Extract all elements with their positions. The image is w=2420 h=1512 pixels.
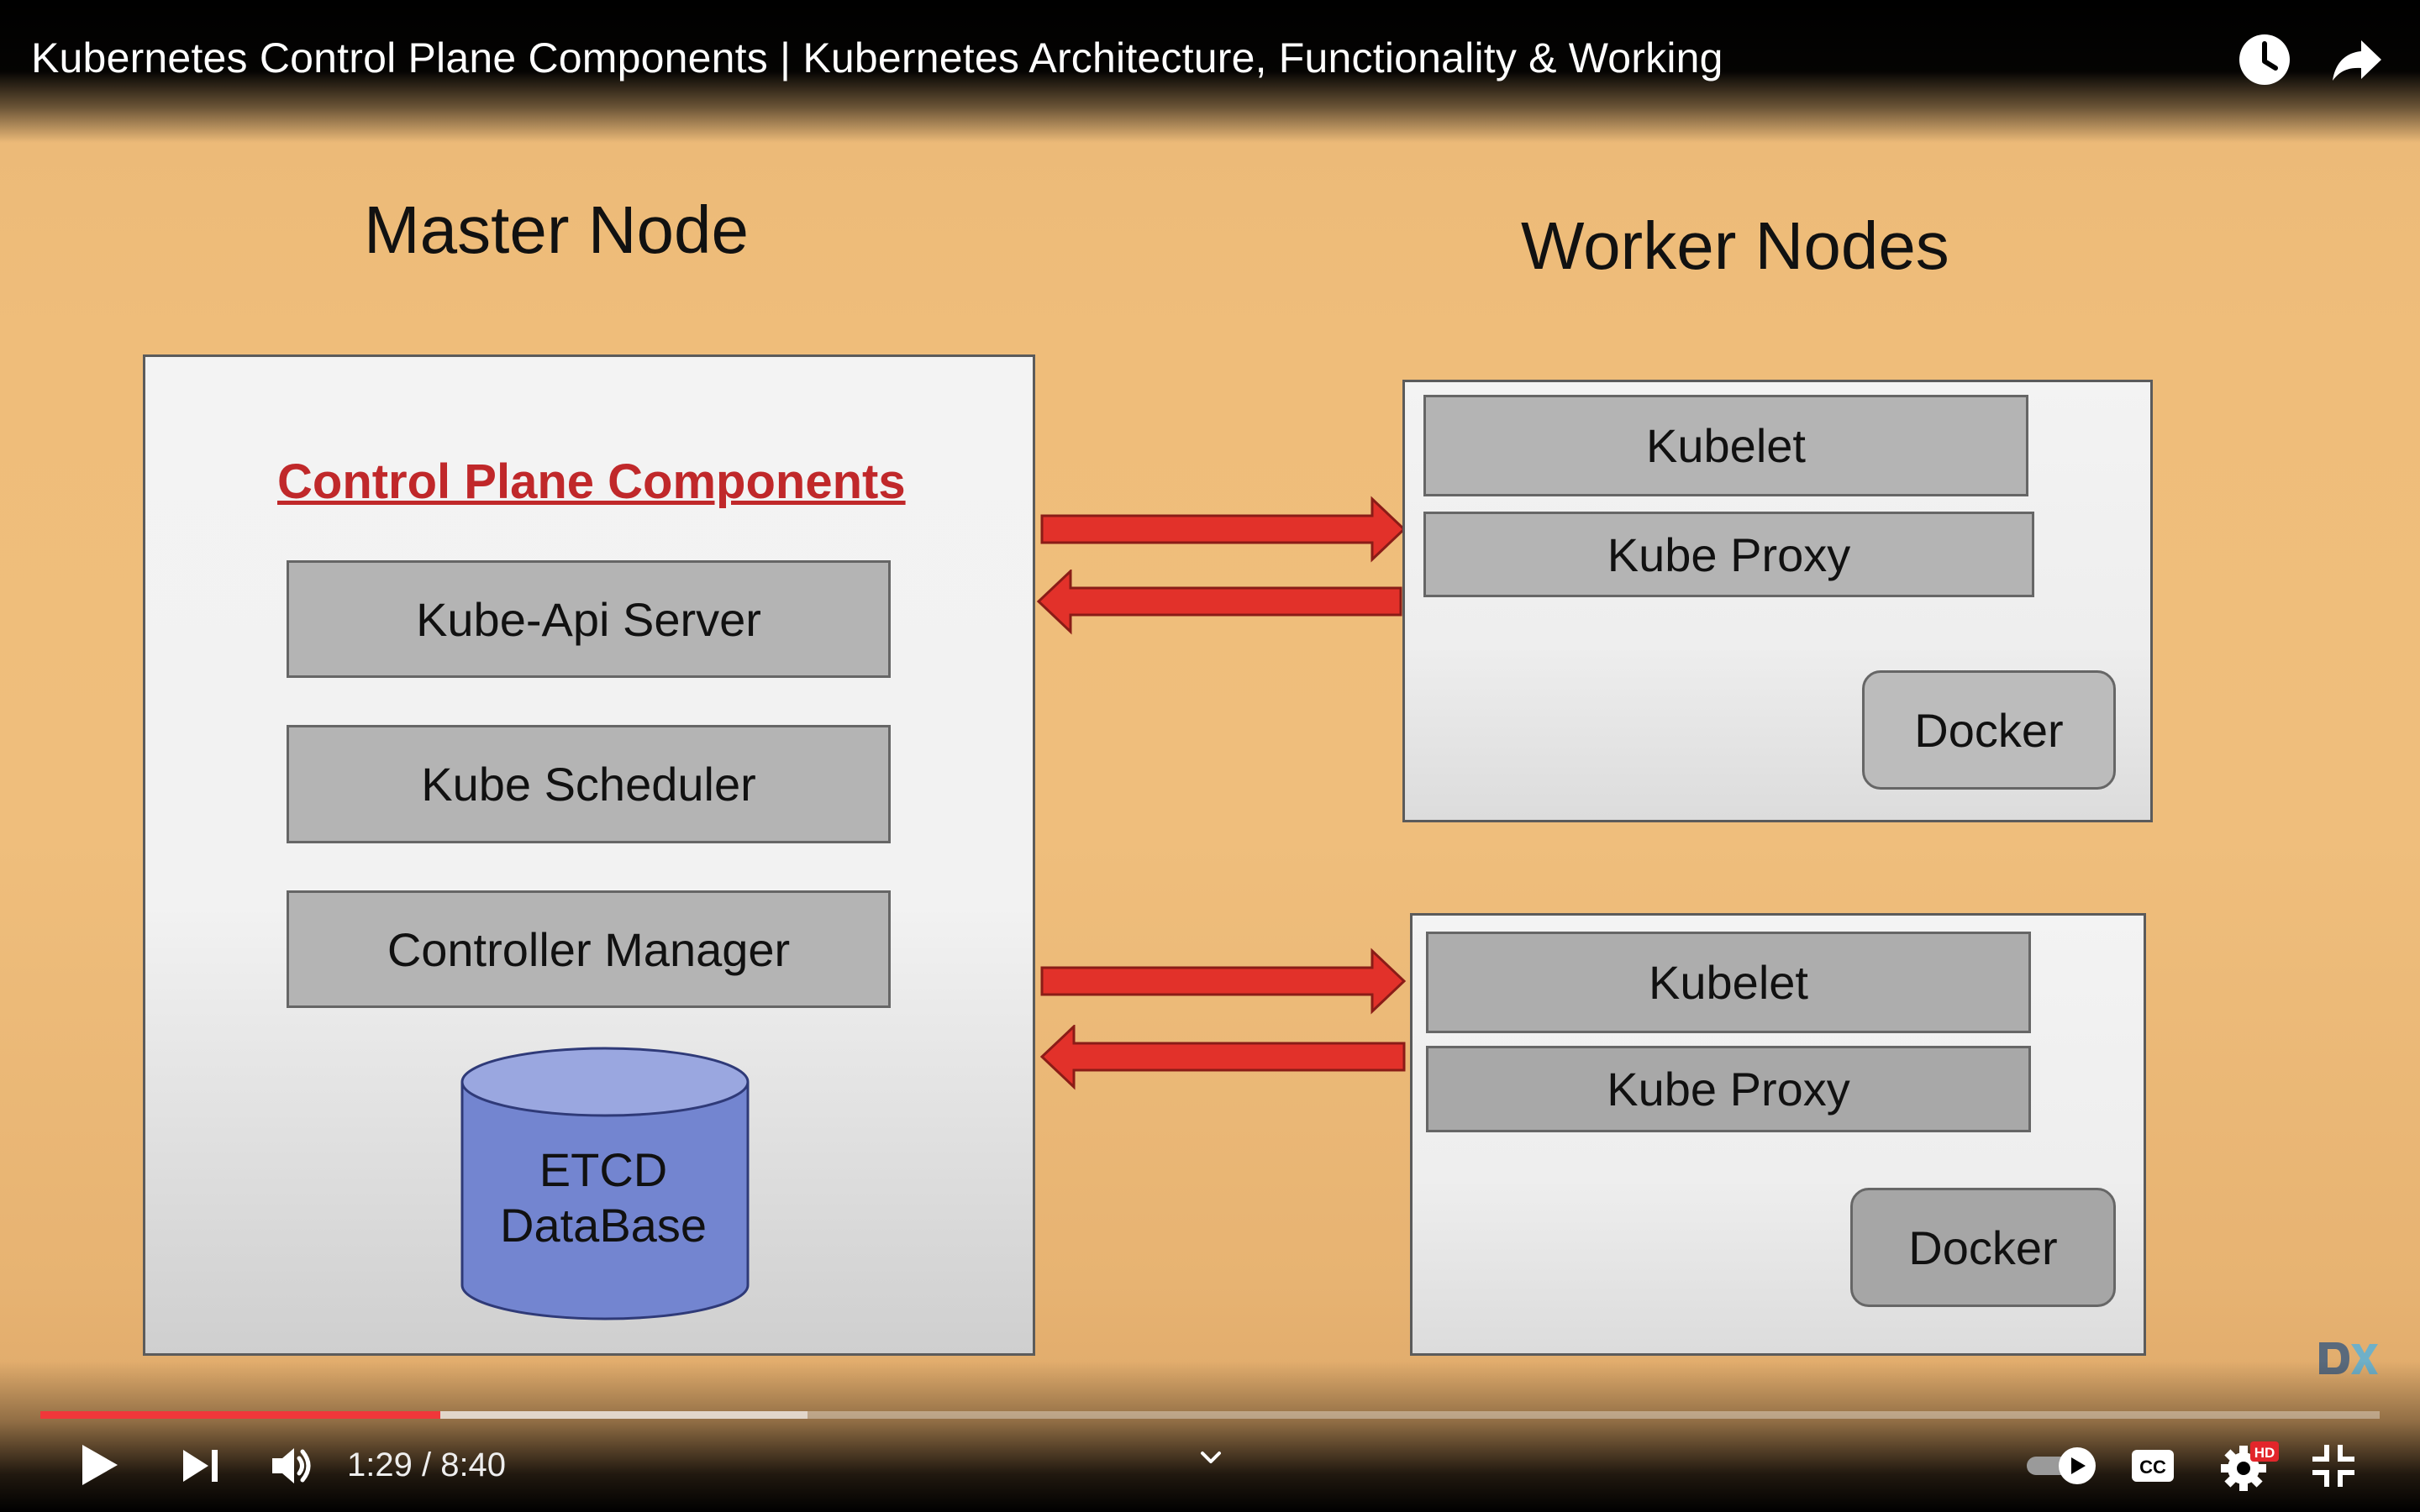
captions-icon[interactable]: CC [2129,1446,2176,1485]
progress-played [40,1411,440,1419]
play-icon[interactable] [76,1441,123,1488]
chevron-down-icon[interactable] [1198,1448,1223,1468]
watch-later-icon[interactable] [2237,32,2292,87]
top-overlay [0,0,2420,143]
worker2-kubelet-box: Kubelet [1426,932,2031,1033]
next-icon[interactable] [180,1446,222,1485]
worker2-kube-proxy-box: Kube Proxy [1426,1046,2031,1132]
worker-nodes-heading: Worker Nodes [1521,208,1949,283]
kube-scheduler-box: Kube Scheduler [287,725,891,843]
progress-bar[interactable] [40,1411,2380,1419]
bottom-overlay [0,1361,2420,1512]
share-icon[interactable] [2329,32,2385,87]
arrow-worker2-to-master [1039,1025,1406,1090]
controller-manager-box: Controller Manager [287,890,891,1008]
etcd-label: ETCD DataBase [460,1142,746,1253]
settings-icon[interactable]: HD [2218,1440,2281,1492]
autoplay-toggle-icon[interactable] [2023,1445,2101,1487]
worker1-kube-proxy-box: Kube Proxy [1423,512,2034,597]
worker1-kubelet-box: Kubelet [1423,395,2028,496]
hd-badge: HD [2254,1445,2275,1461]
arrow-master-to-worker2 [1040,948,1407,1015]
arrow-worker1-to-master [1036,570,1402,635]
master-node-heading: Master Node [364,192,749,267]
worker1-docker-box: Docker [1862,670,2116,790]
worker2-docker-box: Docker [1850,1188,2116,1307]
etcd-label-line1: ETCD [539,1143,668,1196]
kube-api-server-box: Kube-Api Server [287,560,891,678]
video-title[interactable]: Kubernetes Control Plane Components | Ku… [31,34,1723,81]
exit-fullscreen-icon[interactable] [2312,1445,2354,1487]
arrow-master-to-worker1 [1040,496,1407,563]
etcd-database-cylinder [460,1047,750,1320]
control-plane-title: Control Plane Components [277,454,906,509]
captions-label: CC [2139,1457,2166,1478]
etcd-label-line2: DataBase [500,1199,707,1252]
time-display: 1:29 / 8:40 [347,1446,507,1483]
volume-icon[interactable] [269,1445,316,1487]
